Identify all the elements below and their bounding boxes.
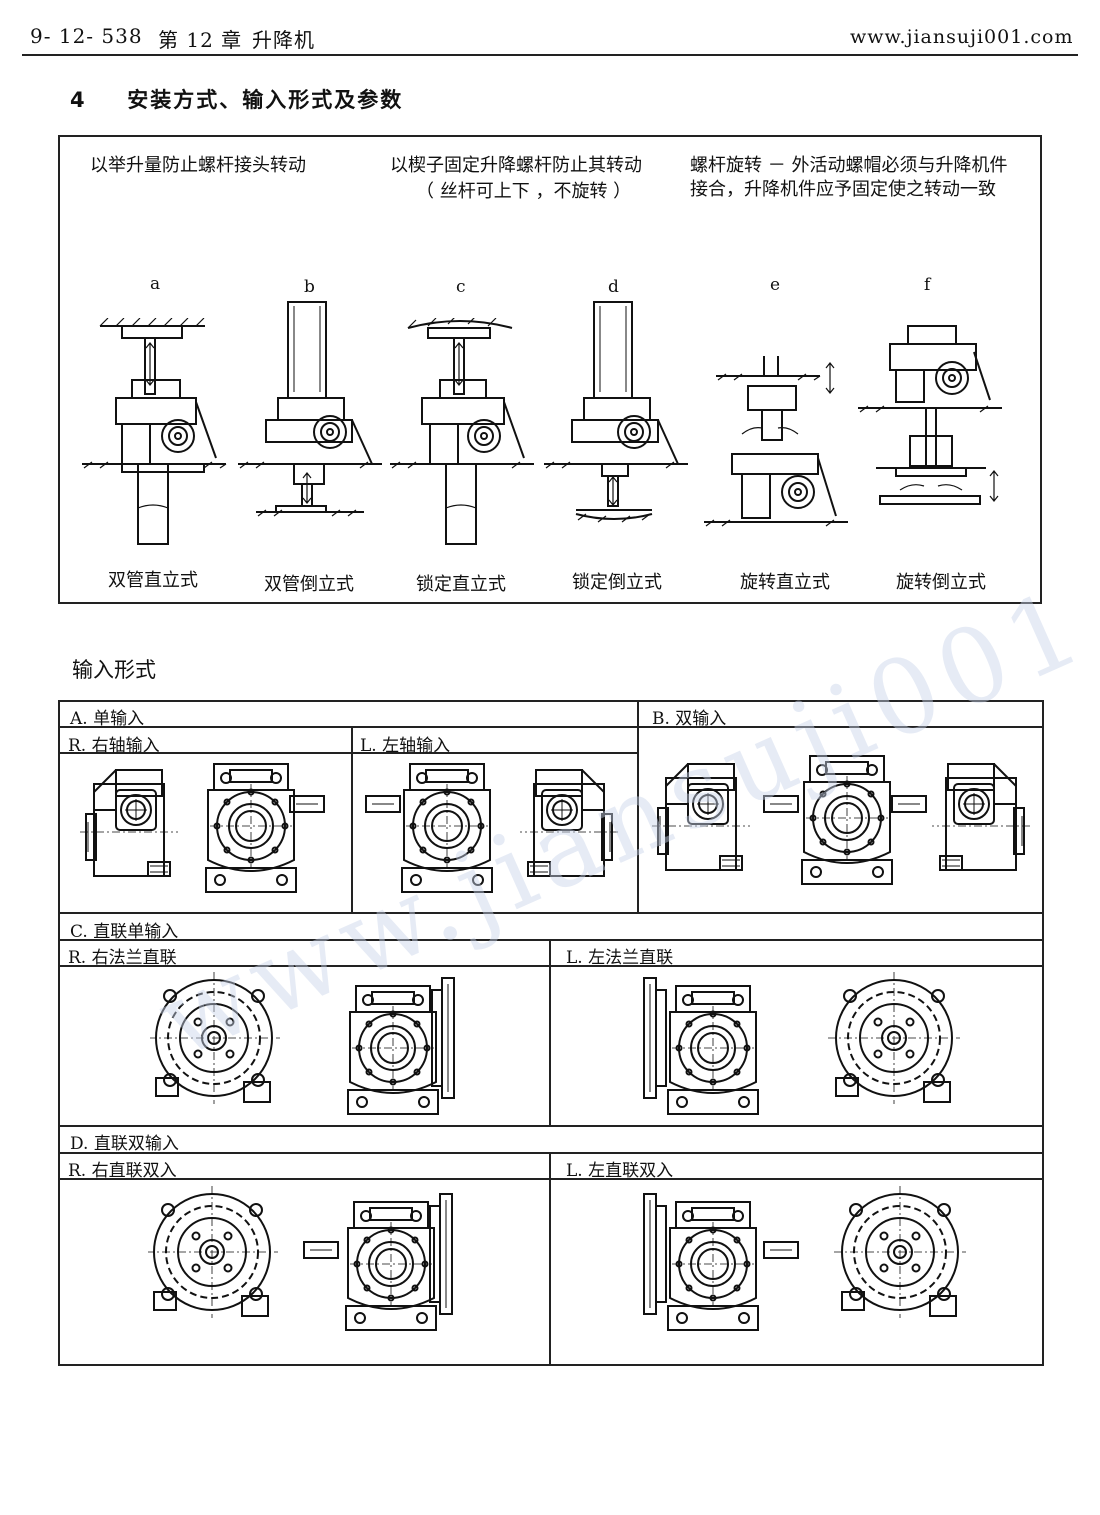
grid-line <box>60 1125 1042 1127</box>
diagram-letter-e: e <box>770 275 781 295</box>
caption-a: 双管直立式 <box>108 570 198 591</box>
grid-line <box>637 702 639 913</box>
caption-e: 旋转直立式 <box>740 572 830 593</box>
grid-line <box>60 752 638 754</box>
caption-f: 旋转倒立式 <box>896 572 986 593</box>
label-double-input: B. 双输入 <box>652 709 727 729</box>
grid-line <box>60 912 1042 914</box>
diagram-letter-f: f <box>924 275 931 295</box>
note-locked-sub: （ 丝杆可上下 ，不旋转 ） <box>416 181 632 202</box>
grid-line <box>549 940 551 1126</box>
drawing-left-flange-direct <box>636 972 966 1118</box>
note-locked: 以楔子固定升降螺杆防止其转动 <box>390 155 642 176</box>
grid-line <box>60 726 1042 728</box>
label-direct-double: D. 直联双输入 <box>70 1134 179 1154</box>
input-forms-table <box>58 700 1044 1366</box>
caption-d: 锁定倒立式 <box>572 572 662 593</box>
label-right-shaft-input: R. 右轴输入 <box>68 736 160 756</box>
diagram-f-drawing <box>856 322 1006 512</box>
chapter-title: 升降机 <box>252 28 315 52</box>
label-left-direct-double: L. 左直联双入 <box>566 1161 674 1181</box>
label-right-flange: R. 右法兰直联 <box>68 948 177 968</box>
diagram-c-drawing <box>388 318 538 550</box>
diagram-letter-d: d <box>608 277 619 297</box>
label-direct-single: C. 直联单输入 <box>70 922 179 942</box>
section-title: 安装方式、输入形式及参数 <box>127 88 404 112</box>
note-rotating-1: 螺杆旋转 － 外活动螺帽必须与升降机件 <box>690 155 1008 176</box>
caption-c: 锁定直立式 <box>416 574 506 595</box>
label-left-shaft-input: L. 左轴输入 <box>360 736 451 756</box>
grid-line <box>60 1178 1042 1180</box>
note-double-tube: 以举升量防止螺杆接头转动 <box>90 155 306 176</box>
caption-b: 双管倒立式 <box>264 574 354 595</box>
website-url[interactable]: www.jiansuji001.com <box>850 26 1074 48</box>
label-single-input: A. 单输入 <box>70 709 145 729</box>
diagram-e-drawing <box>702 350 852 536</box>
diagram-letter-a: a <box>150 274 161 294</box>
note-rotating-2: 接合，升降机件应予固定使之转动一致 <box>690 179 996 200</box>
header-rule <box>22 54 1078 56</box>
chapter-number: 第 12 章 <box>158 28 243 52</box>
drawing-right-shaft-input <box>72 760 342 906</box>
grid-line <box>549 1153 551 1365</box>
section-number: 4 <box>70 88 87 112</box>
page-number: 9- 12- 538 <box>30 24 143 48</box>
diagram-d-drawing <box>542 298 692 524</box>
label-left-flange: L. 左法兰直联 <box>566 948 674 968</box>
drawing-left-direct-double <box>636 1186 966 1336</box>
label-right-direct-double: R. 右直联双入 <box>68 1161 177 1181</box>
diagram-a-drawing <box>80 318 230 550</box>
diagram-letter-b: b <box>304 277 315 297</box>
grid-line <box>60 1152 1042 1154</box>
input-forms-title: 输入形式 <box>72 658 156 682</box>
grid-line <box>351 727 353 913</box>
mounting-methods-box <box>58 135 1042 604</box>
grid-line <box>60 965 1042 967</box>
grid-line <box>60 939 1042 941</box>
drawing-right-direct-double <box>148 1186 468 1336</box>
diagram-letter-c: c <box>456 277 466 297</box>
section-heading: 4 安装方式、输入形式及参数 <box>70 84 403 114</box>
diagram-b-drawing <box>236 298 386 522</box>
